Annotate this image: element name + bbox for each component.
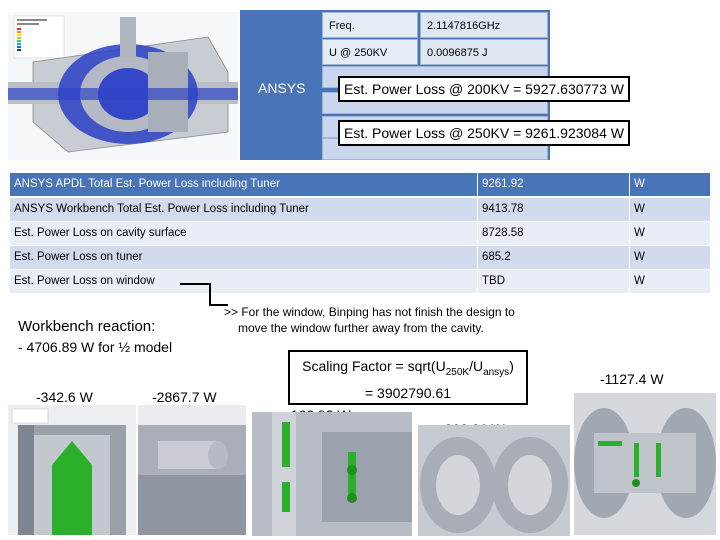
row-unit: W	[629, 270, 710, 293]
window-note-line2: move the window further away from the ca…	[238, 321, 484, 335]
scaling-factor-value: = 3902790.61	[364, 384, 452, 401]
coupler-image	[418, 425, 570, 536]
row-unit: W	[629, 222, 710, 245]
table-row: ANSYS Workbench Total Est. Power Loss in…	[10, 198, 710, 221]
cavity-field-image	[8, 12, 238, 160]
reaction-label-5: -1127.4 W	[600, 371, 664, 387]
scaling-factor-formula: Scaling Factor = sqrt(U250K/Uansys)	[290, 356, 526, 383]
window-port-image	[8, 405, 136, 535]
row-value: 9413.78	[477, 198, 629, 221]
energy-key: U @ 250KV	[322, 39, 418, 65]
row-label: ANSYS Workbench Total Est. Power Loss in…	[10, 198, 477, 221]
table-row: Est. Power Loss on tuner 685.2 W	[10, 246, 710, 269]
cavity-section-image	[252, 412, 412, 536]
row-unit: W	[629, 198, 710, 221]
row-value: 9261.92	[477, 173, 629, 196]
energy-value: 0.0096875 J	[420, 39, 548, 65]
scaling-factor-box: Scaling Factor = sqrt(U250K/Uansys) = 39…	[288, 350, 528, 405]
row-unit: W	[629, 173, 710, 196]
scaling-sub-250k: 250K	[445, 366, 470, 378]
row-unit: W	[629, 246, 710, 269]
scaling-sub-ansys: ansys	[483, 366, 510, 378]
table-row: ANSYS APDL Total Est. Power Loss includi…	[10, 173, 710, 196]
workbench-reaction-value: - 4706.89 W for ½ model	[18, 339, 173, 355]
workbench-reaction-title: Workbench reaction:	[18, 318, 156, 335]
row-label: ANSYS APDL Total Est. Power Loss includi…	[10, 173, 477, 196]
table-row: Est. Power Loss on window TBD W	[10, 270, 710, 293]
window-note-line1: >> For the window, Binping has not finis…	[224, 305, 515, 319]
row-value: 8728.58	[477, 222, 629, 245]
table-row: Est. Power Loss on cavity surface 8728.5…	[10, 222, 710, 245]
power-loss-200kv-callout: Est. Power Loss @ 200KV = 5927.630773 W	[338, 76, 630, 102]
cavity-3d-image	[574, 393, 716, 535]
freq-value: 2.1147816GHz	[420, 12, 548, 38]
tuner-image	[138, 405, 246, 535]
row-label: Est. Power Loss on tuner	[10, 246, 477, 269]
power-loss-250kv-callout: Est. Power Loss @ 250KV = 9261.923084 W	[338, 120, 630, 146]
row-value: TBD	[477, 270, 629, 293]
scaling-prefix: Scaling Factor = sqrt(U	[302, 358, 446, 374]
row-label: Est. Power Loss on cavity surface	[10, 222, 477, 245]
scaling-suffix: )	[509, 358, 514, 374]
reaction-label-1: -342.6 W	[36, 389, 93, 405]
row-label: Est. Power Loss on window	[10, 270, 477, 293]
freq-key: Freq.	[322, 12, 418, 38]
reaction-label-2: -2867.7 W	[152, 389, 217, 405]
row-value: 685.2	[477, 246, 629, 269]
scaling-mid: /U	[469, 358, 484, 374]
ansys-label: ANSYS	[258, 80, 306, 96]
